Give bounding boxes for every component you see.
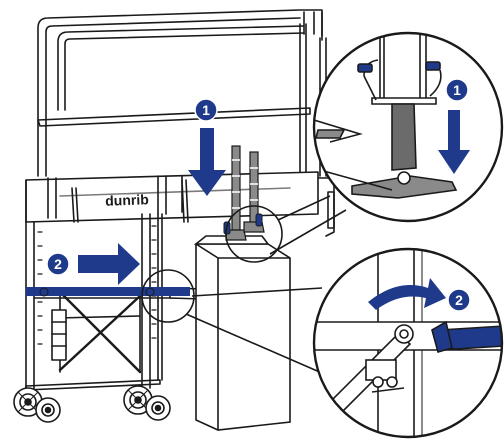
step-1-arrow [188, 128, 226, 196]
brand-logo: dunrib [105, 191, 149, 209]
callout-markers [141, 195, 347, 381]
zoom-callout-2: 2 [312, 247, 504, 439]
svg-text:1: 1 [453, 82, 461, 98]
step-1-badge: 1 [194, 98, 218, 122]
svg-text:1: 1 [202, 102, 210, 118]
step-2-badge: 2 [46, 252, 70, 276]
locking-bar [26, 287, 190, 297]
zoom-2-curved-arrow [368, 278, 446, 310]
caster-wheels [13, 385, 171, 423]
step-2-arrow [78, 243, 140, 285]
zoom-1-down-arrow [438, 110, 470, 174]
adjustable-legs [225, 145, 265, 241]
svg-text:2: 2 [455, 292, 463, 308]
leg-pins [223, 213, 263, 235]
box-pillar [193, 235, 291, 431]
zoom-callout-1: 1 [312, 31, 504, 223]
svg-text:2: 2 [54, 256, 62, 272]
zoom-1-badge: 1 [445, 78, 469, 102]
zoom-2-badge: 2 [447, 288, 471, 312]
